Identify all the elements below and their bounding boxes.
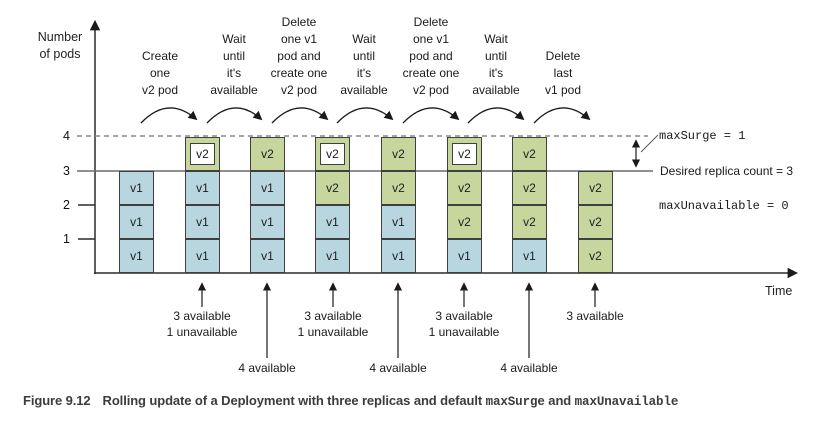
- y-tick-3: 3: [63, 164, 70, 178]
- pod: v2: [578, 205, 613, 239]
- pod: v1: [447, 239, 482, 273]
- y-axis-ticks: [78, 204, 95, 240]
- pod: v1: [185, 171, 220, 205]
- update-step-arrow-3: [271, 107, 329, 124]
- max-surge-pointer-line: [640, 134, 659, 153]
- pod: v1: [119, 171, 154, 205]
- pod-creating: v2: [447, 137, 482, 171]
- max-surge-label: maxSurge = 1: [659, 129, 746, 143]
- pod: v2: [315, 171, 350, 205]
- pod: v2: [512, 205, 547, 239]
- pod-creating-inner: v2: [190, 143, 215, 165]
- update-step-arrow-5: [402, 107, 460, 124]
- pod: v1: [185, 205, 220, 239]
- pod: v1: [250, 205, 285, 239]
- pod-creating-inner: v2: [320, 143, 345, 165]
- pod: v2: [447, 171, 482, 205]
- step-annotation-wait-1: Wait until it's available: [210, 32, 258, 97]
- x-axis-label: Time: [765, 284, 793, 298]
- availability-annotation-1: 3 available 1 unavailable: [166, 309, 238, 339]
- pod: v1: [315, 205, 350, 239]
- pod: v1: [250, 239, 285, 273]
- pod: v2: [250, 137, 285, 171]
- pod: v1: [119, 239, 154, 273]
- pod: v2: [447, 205, 482, 239]
- y-tick-2: 2: [63, 198, 70, 212]
- pod-creating-inner: v2: [452, 143, 477, 165]
- pod: v1: [250, 171, 285, 205]
- step-annotation-wait-2: Wait until it's available: [340, 32, 388, 97]
- caption-code-maxunavailable: maxUnavailable: [574, 395, 679, 409]
- figure-caption: Figure 9.12 Rolling update of a Deploymen…: [23, 393, 833, 409]
- figure-number: Figure 9.12: [23, 393, 91, 408]
- caption-text: Rolling update of a Deployment with thre…: [102, 393, 486, 408]
- pod: v1: [381, 239, 416, 273]
- update-step-arrow-7: [533, 107, 591, 124]
- update-step-arrow-6: [467, 107, 525, 124]
- update-step-arrow-2: [206, 107, 263, 124]
- pod: v2: [381, 171, 416, 205]
- availability-annotation-5: 3 available 1 unavailable: [428, 309, 500, 339]
- step-annotation-delete-last: Delete last v1 pod: [544, 49, 582, 97]
- update-step-arrow-4: [336, 107, 394, 124]
- step-annotation-wait-3: Wait until it's available: [472, 32, 520, 97]
- pod-creating: v2: [185, 137, 220, 171]
- max-unavailable-label: maxUnavailable = 0: [659, 199, 789, 213]
- pod: v2: [578, 171, 613, 205]
- y-tick-4: 4: [63, 129, 70, 143]
- pod: v1: [315, 239, 350, 273]
- y-axis-label: Number of pods: [37, 30, 83, 61]
- step-annotation-delete-create-1: Delete one v1 pod and create one v2 pod: [270, 15, 328, 97]
- availability-annotation-2: 4 available: [238, 361, 296, 375]
- availability-annotation-7: 3 available: [566, 309, 624, 323]
- update-step-arrow-1: [140, 107, 198, 124]
- pod: v1: [119, 205, 154, 239]
- pod: v2: [512, 137, 547, 171]
- availability-annotation-3: 3 available 1 unavailable: [297, 309, 369, 339]
- pod: v2: [512, 171, 547, 205]
- step-annotation-create: Create one v2 pod: [141, 49, 179, 97]
- pod: v1: [381, 205, 416, 239]
- step-annotation-delete-create-2: Delete one v1 pod and create one v2 pod: [402, 15, 460, 97]
- availability-annotation-6: 4 available: [500, 361, 558, 375]
- y-tick-1: 1: [63, 232, 70, 246]
- desired-replica-count-label: Desired replica count = 3: [660, 164, 794, 178]
- pod: v1: [185, 239, 220, 273]
- pod: v2: [381, 137, 416, 171]
- pod: v2: [578, 239, 613, 273]
- pod: v1: [512, 239, 547, 273]
- caption-conjunction: and: [544, 393, 575, 408]
- caption-code-maxsurge: maxSurge: [485, 395, 545, 409]
- pod-creating: v2: [315, 137, 350, 171]
- availability-annotation-4: 4 available: [369, 361, 427, 375]
